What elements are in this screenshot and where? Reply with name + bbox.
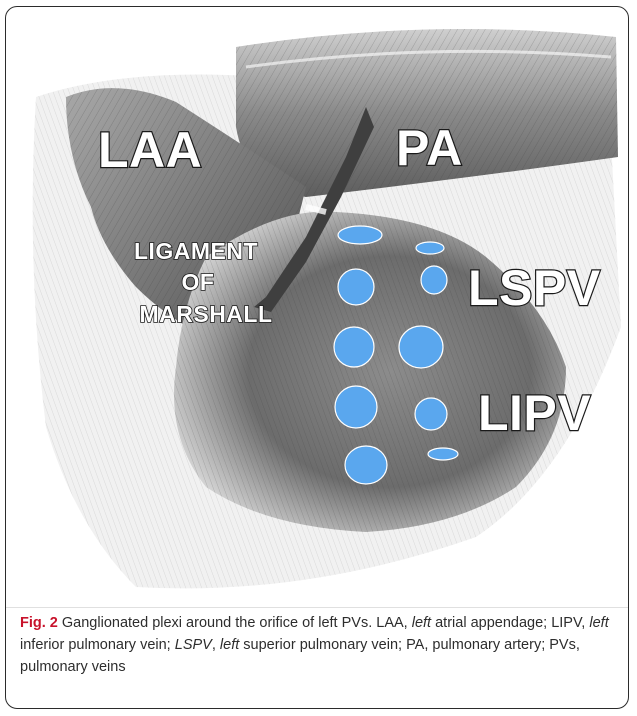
caption-divider bbox=[6, 607, 628, 608]
gp-marker bbox=[334, 327, 374, 367]
label-laa: LAA bbox=[98, 122, 202, 178]
gp-marker bbox=[421, 266, 447, 294]
caption-text: Ganglionated plexi around the orifice of… bbox=[58, 615, 412, 631]
caption-italic: LSPV bbox=[175, 637, 212, 653]
figure-number: Fig. 2 bbox=[20, 615, 58, 631]
caption-italic: left bbox=[589, 615, 608, 631]
caption-text: inferior pulmonary vein; bbox=[20, 637, 175, 653]
gp-marker bbox=[338, 269, 374, 305]
gp-marker bbox=[335, 386, 377, 428]
anatomical-illustration: LAA PA LSPV LIPV LIGAMENT OF MARSHALL bbox=[6, 7, 629, 607]
label-ligament-line: MARSHALL bbox=[139, 301, 272, 327]
gp-marker bbox=[428, 448, 458, 460]
caption-text: atrial appendage; LIPV, bbox=[431, 615, 589, 631]
gp-marker bbox=[415, 398, 447, 430]
gp-marker bbox=[345, 446, 387, 484]
figure-frame: LAA PA LSPV LIPV LIGAMENT OF MARSHALL Fi… bbox=[5, 6, 629, 709]
figure-caption: Fig. 2 Ganglionated plexi around the ori… bbox=[20, 612, 612, 678]
caption-italic: left bbox=[220, 637, 239, 653]
label-pa: PA bbox=[396, 120, 463, 176]
gp-marker bbox=[416, 242, 444, 254]
caption-italic: left bbox=[412, 615, 431, 631]
label-ligament-line: OF bbox=[182, 269, 215, 295]
caption-text: , bbox=[212, 637, 220, 653]
label-lipv: LIPV bbox=[478, 385, 591, 441]
label-lspv: LSPV bbox=[468, 260, 601, 316]
label-ligament-line: LIGAMENT bbox=[134, 238, 258, 264]
heart-sketch: LAA PA LSPV LIPV LIGAMENT OF MARSHALL bbox=[6, 7, 629, 607]
gp-marker bbox=[399, 326, 443, 368]
gp-marker bbox=[338, 226, 382, 244]
